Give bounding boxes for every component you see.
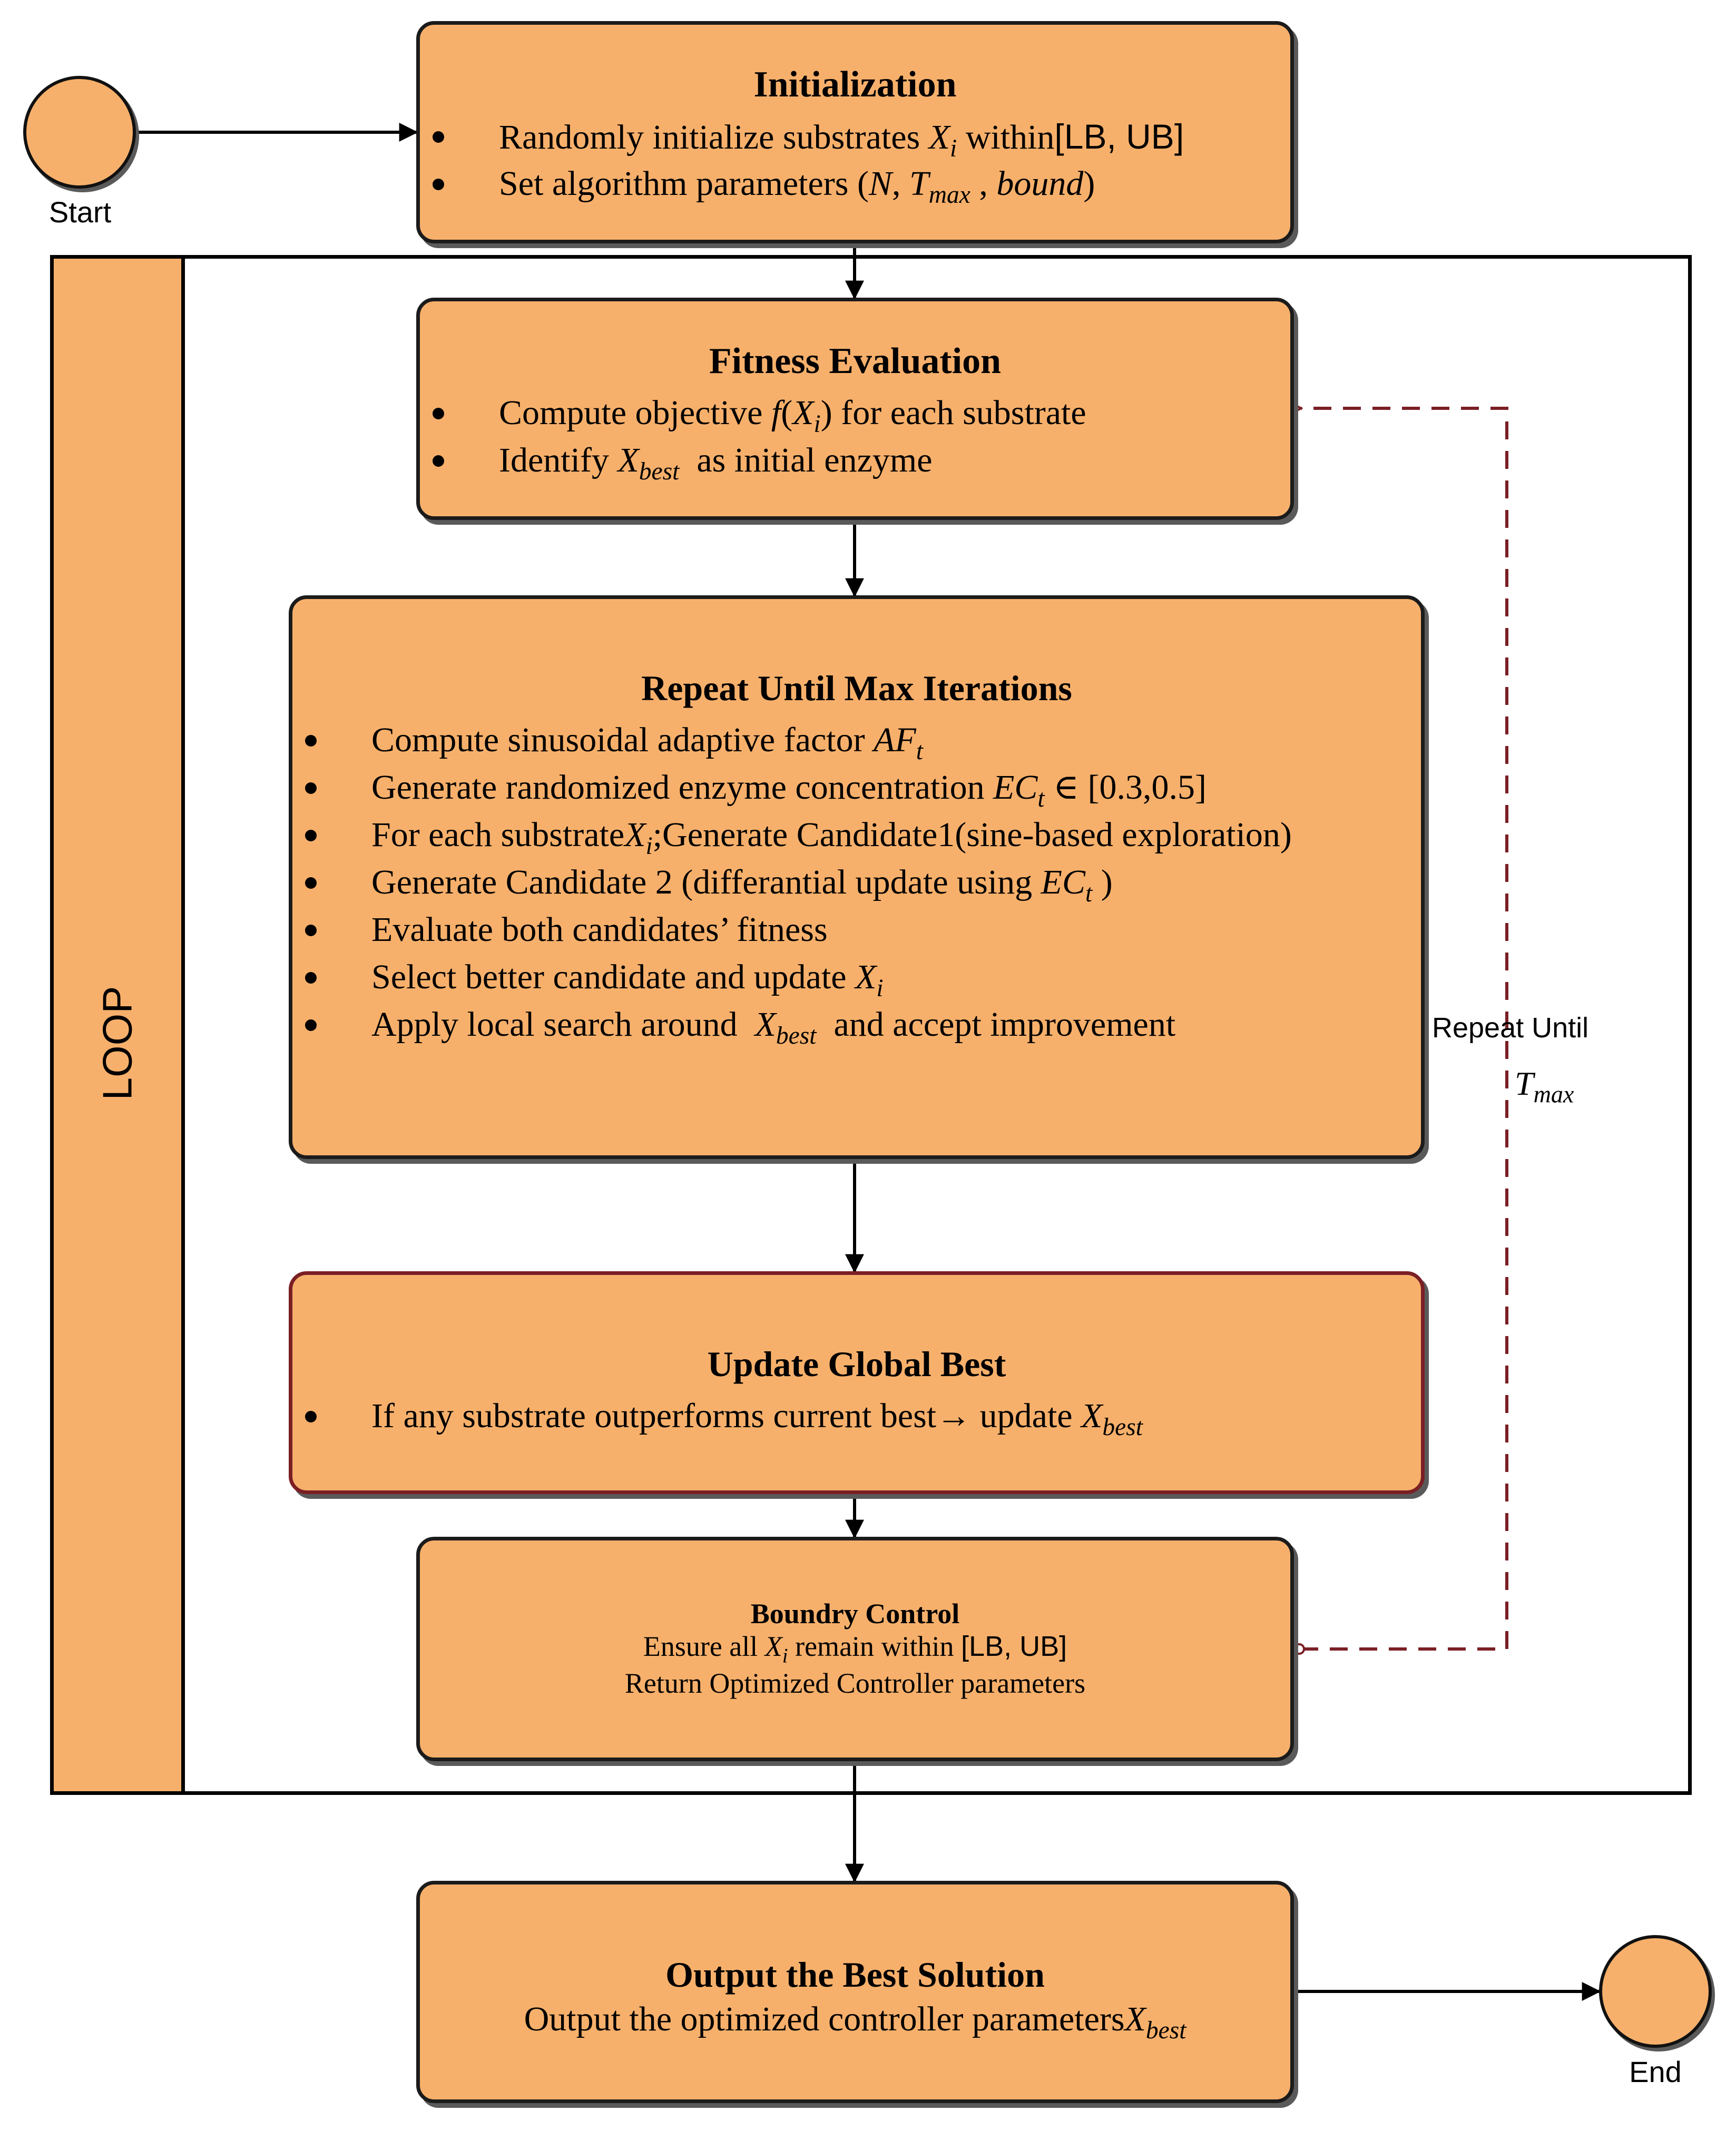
end-label: End <box>1629 2055 1682 2088</box>
fitness-bullet-1 <box>433 408 444 419</box>
loop-rail <box>50 255 185 1795</box>
fitness-item-2: Identify Xbest as initial enzyme <box>499 441 933 486</box>
repeat-bullet-6 <box>305 972 317 984</box>
fitness-item-1: Compute objective f(Xi) for each substra… <box>499 394 1086 438</box>
fitness-bullet-2 <box>433 455 444 467</box>
feedback-origin-dot <box>1293 1643 1305 1655</box>
init-title: Initialization <box>753 64 957 105</box>
global-best-title: Update Global Best <box>707 1344 1006 1384</box>
repeat-item-3: For each substrateXi;Generate Candidate1… <box>371 816 1292 860</box>
repeat-bullet-1 <box>305 735 317 747</box>
repeat-box: Repeat Until Max Iterations Compute sinu… <box>289 595 1425 1159</box>
repeat-item-5: Evaluate both candidates’ fitness <box>371 910 828 949</box>
repeat-item-2: Generate randomized enzyme concentration… <box>371 768 1207 813</box>
init-bullet-2 <box>433 179 444 190</box>
repeat-item-7: Apply local search around Xbest and acce… <box>371 1005 1176 1050</box>
repeat-item-4: Generate Candidate 2 (differantial updat… <box>371 863 1113 908</box>
boundary-line-2: Return Optimized Controller parameters <box>624 1667 1086 1699</box>
init-box: Initialization Randomly initialize subst… <box>416 21 1294 243</box>
repeat-title: Repeat Until Max Iterations <box>641 668 1072 708</box>
repeat-bullet-5 <box>305 925 317 936</box>
start-terminal <box>23 76 136 189</box>
init-item-1: Randomly initialize substrates Xi within… <box>499 117 1184 163</box>
start-label: Start <box>48 195 112 229</box>
boundary-box: Boundry Control Ensure all Xi remain wit… <box>416 1537 1294 1761</box>
output-line-1: Output the optimized controller paramete… <box>524 2000 1186 2045</box>
repeat-bullet-7 <box>305 1019 317 1031</box>
repeat-item-1: Compute sinusoidal adaptive factor AFt <box>371 721 923 765</box>
init-item-2: Set algorithm parameters (N, Tmax , boun… <box>499 164 1095 209</box>
feedback-var: Tmax <box>1515 1065 1574 1108</box>
repeat-bullet-2 <box>305 782 317 794</box>
init-bullet-1 <box>433 131 444 143</box>
global-best-box: Update Global Best If any substrate outp… <box>289 1271 1425 1494</box>
boundary-title: Boundry Control <box>750 1598 960 1629</box>
feedback-loop-line <box>1300 408 1508 1651</box>
output-title: Output the Best Solution <box>665 1955 1045 1995</box>
repeat-item-6: Select better candidate and update Xi <box>371 958 884 1003</box>
feedback-label: Repeat Until <box>1432 1012 1589 1044</box>
repeat-bullet-3 <box>305 830 317 841</box>
global-best-item-1: If any substrate outperforms current bes… <box>371 1397 1143 1441</box>
boundary-line-1: Ensure all Xi remain within [LB, UB] <box>643 1631 1067 1667</box>
output-box: Output the Best Solution Output the opti… <box>416 1881 1294 2103</box>
fitness-box: Fitness Evaluation Compute objective f(X… <box>416 298 1294 520</box>
end-terminal <box>1599 1935 1712 2048</box>
global-best-bullet-1 <box>305 1411 317 1422</box>
fitness-title: Fitness Evaluation <box>709 341 1002 381</box>
repeat-bullet-4 <box>305 877 317 889</box>
